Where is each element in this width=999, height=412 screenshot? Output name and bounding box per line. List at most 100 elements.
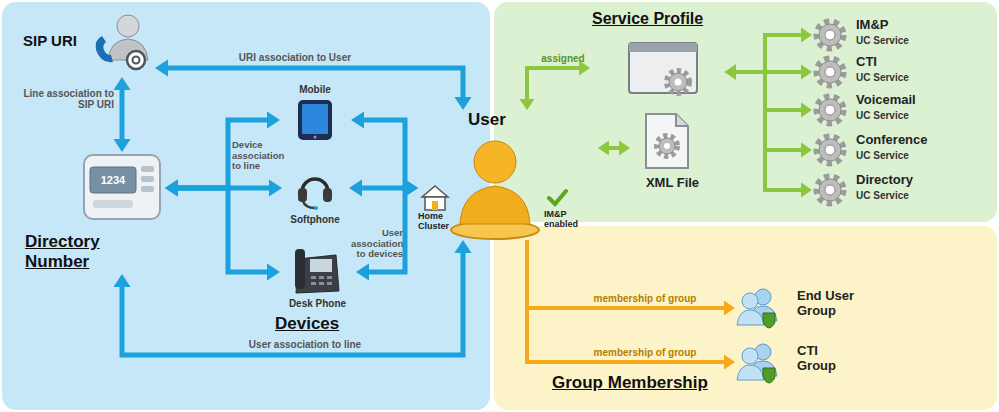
connector [725,65,812,158]
connector-line [733,35,805,72]
arrowhead [598,141,609,156]
connector-line [120,86,125,143]
desk-icon [292,245,342,299]
connector-line [358,186,409,191]
node-text: Softphone [282,214,348,226]
edge-label: assigned [538,53,588,64]
connector-line [527,240,727,308]
arrowhead [725,65,736,80]
connector-line [174,188,271,272]
node-text: Voicemail [856,93,916,108]
node-text: UC Service [856,190,909,202]
icon-node: Softphone [282,168,349,230]
edge-label: Line association to SIP URI [22,88,114,110]
section-heading: Group Membership [552,373,708,393]
icon-node: VoicemailUC Service [812,92,952,128]
icon-node: Mobile [280,84,351,142]
connector [527,240,735,316]
node-text: End User Group [797,289,877,319]
dn-icon [83,154,161,224]
arrowhead [801,143,812,158]
node-text: Home Cluster [418,211,454,232]
node-text: CTI [856,55,877,70]
edge-label: User association to line [225,339,385,350]
arrowhead [520,99,535,110]
arrowhead [619,141,630,156]
connector-line [164,68,463,101]
node-text: XML File [630,176,715,191]
check-icon [546,188,568,212]
arrowhead [165,180,178,197]
node-text: Service Profile [592,10,703,28]
edge-label: membership of group [580,347,710,358]
icon-node: Service Profile [590,10,725,102]
connector [520,61,591,111]
arrowhead [724,301,735,316]
group-icon [735,287,780,333]
node-text: Conference [856,133,928,148]
node-text: UC Service [856,35,909,47]
connector [349,180,418,197]
arrowhead [114,139,131,152]
icon-node: UserHome Cluster IM&P enabled [418,110,598,240]
connector [527,240,735,370]
arrowhead [801,183,812,198]
node-text: Directory [856,173,913,188]
edge-label: URI association to User [230,52,360,63]
arrowhead [405,180,418,197]
connector-line [527,68,582,102]
sip-icon [90,10,155,79]
edge-label: membership of group [580,293,710,304]
arrowhead [267,264,280,281]
icon-node: Directory UC Service [812,172,952,208]
arrowhead [405,180,418,197]
node-text: IM&P [856,18,889,33]
arrowhead [405,180,418,197]
connector [725,65,812,198]
node-text: Desk Phone [280,298,355,310]
icon-node: IM&P UC Service [812,17,952,53]
node-text: Mobile [280,84,350,96]
tablet-icon [297,99,333,145]
connector-line [733,72,805,110]
node-text: IM&P enabled [544,209,596,230]
arrowhead [725,65,736,80]
arrowhead [165,180,178,197]
headset-icon [295,168,335,214]
icon-node: Desk Phone [280,245,356,313]
edge-label: Device association to line [232,140,282,172]
xml-icon [642,112,692,174]
group-icon [735,342,780,388]
node-text: UC Service [856,150,909,162]
yellow-panel [494,226,997,410]
arrowhead [349,180,362,197]
section-heading: Devices [275,314,339,334]
connector-line [733,72,805,150]
connector [165,180,280,281]
arrowhead [267,112,280,129]
gear-icon [812,172,848,212]
arrowhead [269,180,282,197]
arrowhead [455,97,472,110]
connector [114,240,472,355]
node-text: User [468,110,506,130]
arrowhead [725,65,736,80]
icon-node: XML File [630,112,716,197]
connector-line [360,120,409,188]
user-icon [448,132,543,244]
icon-node: CTI Group [735,340,885,385]
arrowhead [801,103,812,118]
arrowhead [155,60,168,77]
node-text: Directory Number [25,232,117,271]
arrowhead [801,65,812,80]
connector-line [122,249,463,355]
node-text: UC Service [856,72,909,84]
arrowhead [351,112,364,129]
gear-icon [812,54,848,94]
node-text: SIP URI [23,32,77,49]
arrowhead [455,240,472,253]
arrowhead [725,65,736,80]
gear-icon [812,92,848,132]
icon-node: SIP URI [15,10,155,77]
